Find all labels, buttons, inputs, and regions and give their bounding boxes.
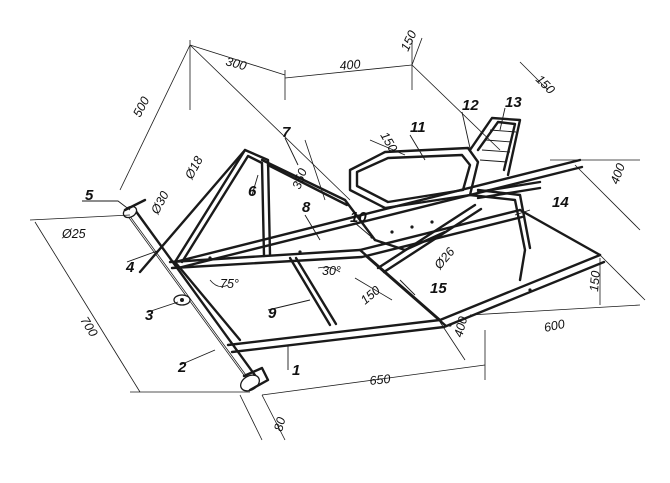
steering-support xyxy=(138,148,247,274)
part-label-3: 3 xyxy=(145,307,154,324)
dim-350: 350 xyxy=(290,167,310,191)
part-label-4: 4 xyxy=(125,259,135,276)
part-label-7: 7 xyxy=(282,124,291,141)
part-label-5: 5 xyxy=(85,187,94,204)
part-label-12: 12 xyxy=(462,97,479,114)
dim-500: 500 xyxy=(130,94,152,119)
part-number-labels: 5 4 3 2 1 9 6 7 8 10 11 12 13 14 15 xyxy=(85,94,569,379)
dim-dia18: Ø18 xyxy=(182,154,206,182)
dim-600: 600 xyxy=(543,317,566,335)
dim-dia30: Ø30 xyxy=(148,189,172,217)
dim-650: 650 xyxy=(369,372,391,388)
dim-150-right: 150 xyxy=(587,270,603,292)
front-hoop xyxy=(173,148,272,264)
long-diagonal-bar xyxy=(173,158,582,264)
leader-lines xyxy=(82,107,531,370)
part-label-8: 8 xyxy=(302,199,311,216)
dimension-lines xyxy=(29,37,646,441)
rear-cross-member xyxy=(518,208,602,257)
part-label-2: 2 xyxy=(177,359,187,376)
dim-dia25: Ø25 xyxy=(61,227,86,241)
dim-400-right: 400 xyxy=(608,162,628,186)
part-label-13: 13 xyxy=(505,94,522,111)
dimension-labels: 300 400 150 150 500 150 350 400 150 600 … xyxy=(61,28,628,432)
dim-150-top: 150 xyxy=(398,28,420,53)
angle-arc-75 xyxy=(209,279,229,288)
dim-angle-75: 75° xyxy=(220,277,239,291)
dim-dia26: Ø26 xyxy=(431,245,458,273)
diagonal-member-b xyxy=(288,256,332,327)
dim-400-top: 400 xyxy=(339,57,361,73)
seat-frame xyxy=(348,146,480,210)
dim-150-mid: 150 xyxy=(358,283,383,307)
dim-700: 700 xyxy=(77,314,100,339)
part-label-14: 14 xyxy=(552,194,569,211)
dim-150-seat: 150 xyxy=(533,72,558,97)
rear-hoop xyxy=(468,193,527,282)
frame-tubes xyxy=(126,116,606,384)
part-label-10: 10 xyxy=(350,209,367,226)
part-label-6: 6 xyxy=(248,183,257,200)
diagonal-member-a xyxy=(173,260,242,342)
dim-300: 300 xyxy=(224,54,248,73)
angle-arc-30 xyxy=(317,266,341,273)
dim-80: 80 xyxy=(271,416,288,433)
part-label-9: 9 xyxy=(268,305,277,322)
part-label-1: 1 xyxy=(292,362,300,379)
dim-400-bottom: 400 xyxy=(451,315,470,339)
part-label-15: 15 xyxy=(430,280,447,297)
part-label-11: 11 xyxy=(410,119,426,136)
upper-longitudinal-tube xyxy=(260,158,377,242)
seat-back xyxy=(468,116,522,177)
